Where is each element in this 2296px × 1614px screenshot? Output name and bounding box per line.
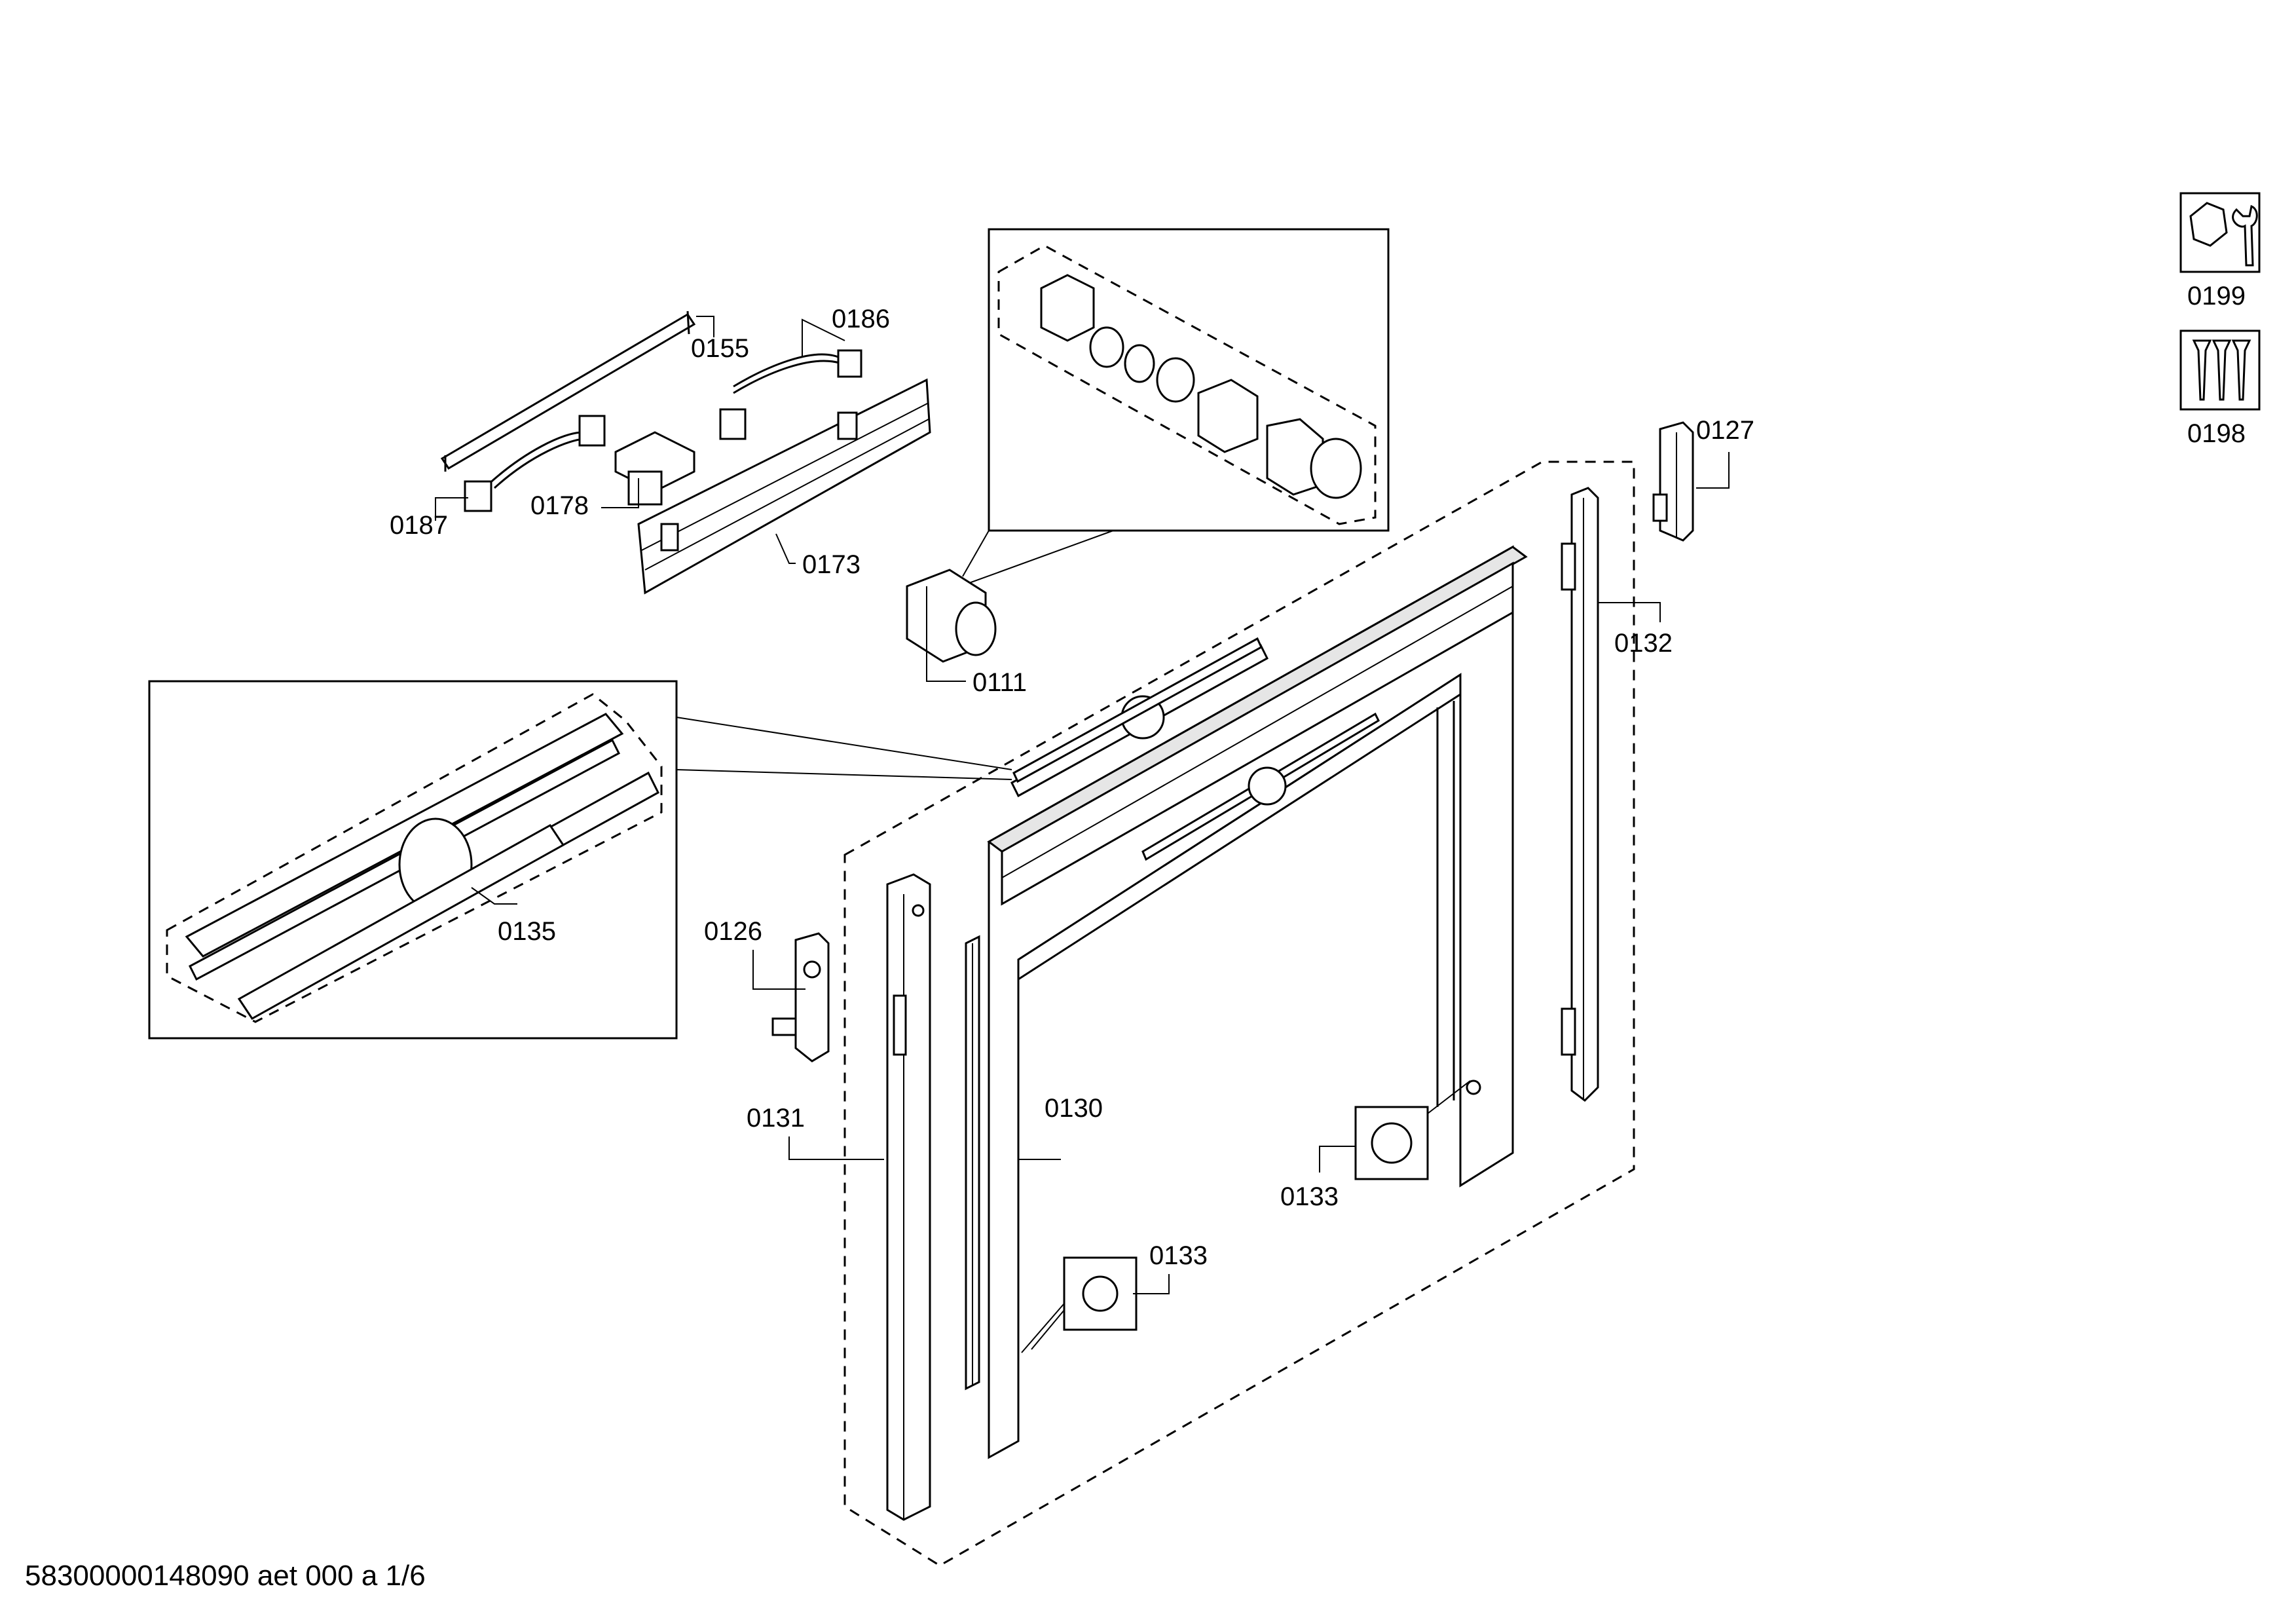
label-0173: 0173 (802, 550, 861, 579)
label-0130: 0130 (1045, 1094, 1103, 1123)
label-0186: 0186 (832, 305, 890, 333)
grommet-lower (1021, 1256, 1138, 1353)
legend-label-0198: 0198 (2187, 419, 2246, 448)
inner-left-rail (965, 935, 980, 1391)
cable-harness-upper (719, 349, 862, 440)
leader-lines (435, 316, 1730, 1294)
label-0135: 0135 (498, 917, 556, 946)
control-knob (906, 569, 997, 663)
label-0133-upper: 0133 (1280, 1182, 1339, 1211)
label-0131: 0131 (747, 1104, 805, 1133)
right-side-rail (1561, 487, 1599, 1102)
label-0127: 0127 (1696, 416, 1754, 445)
grommet-upper (1354, 1080, 1471, 1180)
left-side-rail (886, 873, 931, 1521)
label-0126: 0126 (704, 917, 762, 946)
button-strip (1010, 637, 1268, 798)
control-board (637, 378, 931, 595)
switch-module (614, 431, 695, 506)
mounting-strip (440, 310, 696, 472)
knob-detail-inset (962, 228, 1390, 584)
top-right-bracket (1652, 421, 1694, 542)
label-0187: 0187 (390, 511, 448, 540)
label-0155: 0155 (691, 334, 749, 363)
legend-label-0199: 0199 (2187, 282, 2246, 310)
label-0178: 0178 (530, 491, 589, 520)
button-strip-inset (148, 680, 1012, 1040)
nut-wrench-icon (2179, 192, 2261, 273)
document-id: 58300000148090 aet 000 a 1/6 (25, 1560, 426, 1592)
frame-assembly-boundary (843, 460, 1635, 1567)
tools-legend: 0199 (2179, 192, 2261, 310)
label-0132: 0132 (1614, 629, 1673, 658)
left-hinge-bracket (771, 932, 830, 1062)
label-0133-lower: 0133 (1149, 1241, 1208, 1270)
screws-legend: 0198 (2179, 329, 2261, 448)
cable-harness-lower (464, 415, 606, 512)
door-frame (987, 545, 1528, 1459)
screws-icon (2179, 329, 2261, 411)
label-0111: 0111 (972, 668, 1027, 697)
